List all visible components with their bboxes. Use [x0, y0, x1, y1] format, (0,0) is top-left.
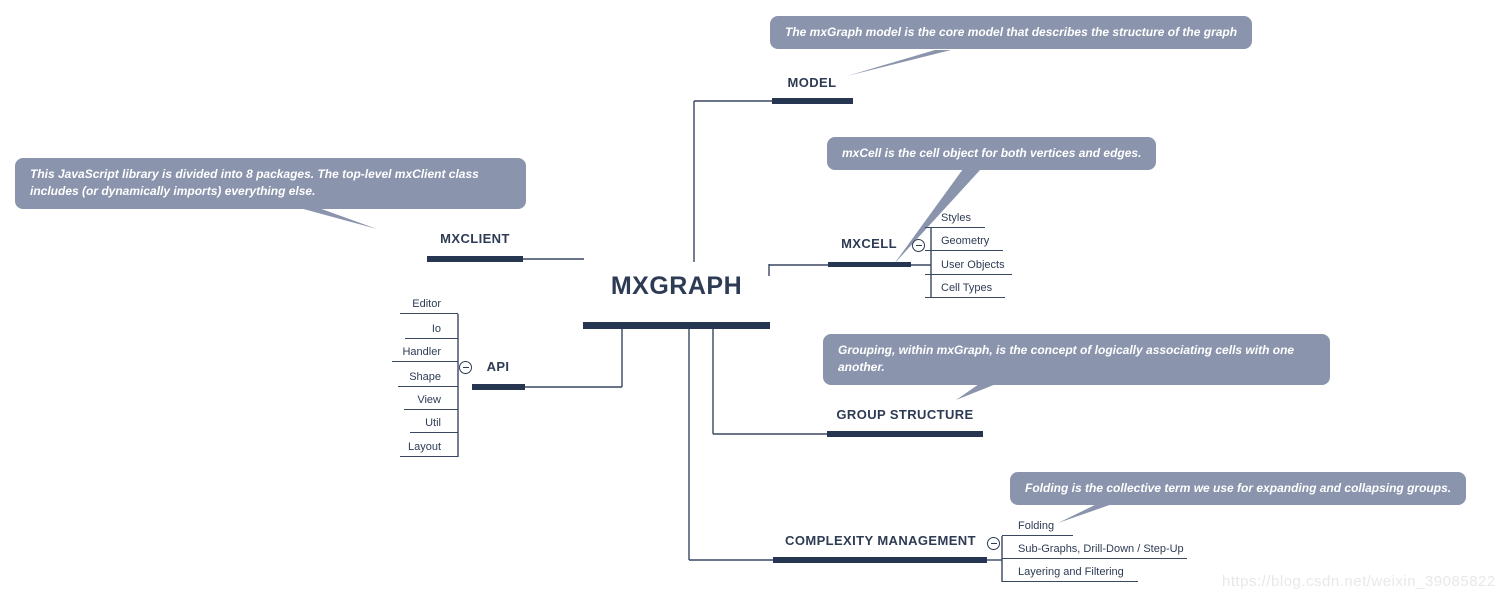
callout-folding-text: Folding is the collective term we use fo… [1025, 481, 1452, 495]
mxcell-underline [828, 262, 911, 267]
node-io[interactable]: Io [405, 315, 458, 339]
mxclient-underline [427, 256, 523, 262]
callout-mxclient-text: This JavaScript library is divided into … [30, 167, 479, 199]
node-layout[interactable]: Layout [400, 433, 458, 457]
api-underline [472, 384, 525, 390]
node-layering-filtering[interactable]: Layering and Filtering [1002, 558, 1138, 582]
node-view[interactable]: View [404, 386, 458, 410]
node-styles[interactable]: Styles [925, 204, 985, 228]
node-util[interactable]: Util [410, 409, 458, 433]
model-underline [772, 98, 853, 104]
group-structure-callout-leader [956, 382, 1001, 400]
model-callout-leader [847, 50, 951, 76]
node-subgraphs[interactable]: Sub-Graphs, Drill-Down / Step-Up [1002, 535, 1187, 559]
callout-mxclient[interactable]: This JavaScript library is divided into … [15, 158, 526, 209]
node-mxgraph[interactable]: MXGRAPH [610, 272, 743, 300]
collapse-icon-mxcell[interactable] [912, 239, 925, 252]
folding-callout-leader [1058, 501, 1121, 523]
callout-folding[interactable]: Folding is the collective term we use fo… [1010, 472, 1467, 506]
node-mxcell[interactable]: MXCELL [841, 236, 897, 251]
node-editor[interactable]: Editor [400, 290, 458, 314]
group-structure-underline [827, 431, 983, 437]
mxclient-callout-leader [296, 207, 377, 229]
complexity-underline [773, 557, 987, 563]
node-geometry[interactable]: Geometry [925, 227, 1003, 251]
callout-model[interactable]: The mxGraph model is the core model that… [770, 16, 1253, 50]
callout-mxcell[interactable]: mxCell is the cell object for both verti… [827, 137, 1157, 171]
callout-group-structure[interactable]: Grouping, within mxGraph, is the concept… [823, 334, 1330, 385]
node-folding[interactable]: Folding [1002, 512, 1073, 536]
minus-icon [462, 367, 469, 368]
callout-group-structure-text: Grouping, within mxGraph, is the concept… [838, 343, 1295, 375]
watermark-url: https://blog.csdn.net/weixin_39085822 [1222, 573, 1496, 590]
collapse-icon-complexity[interactable] [987, 537, 1000, 550]
node-model[interactable]: MODEL [787, 75, 837, 90]
node-user-objects[interactable]: User Objects [925, 251, 1012, 275]
node-complexity-management[interactable]: COMPLEXITY MANAGEMENT [785, 533, 976, 548]
node-mxclient[interactable]: MXCLIENT [440, 231, 510, 246]
node-handler[interactable]: Handler [392, 338, 458, 362]
node-shape[interactable]: Shape [398, 363, 458, 387]
minus-icon [990, 543, 997, 544]
node-cell-types[interactable]: Cell Types [925, 274, 1005, 298]
root-underline [583, 322, 770, 329]
callout-model-text: The mxGraph model is the core model that… [785, 25, 1238, 39]
callout-mxcell-text: mxCell is the cell object for both verti… [842, 146, 1142, 160]
node-api[interactable]: API [486, 359, 510, 374]
node-group-structure[interactable]: GROUP STRUCTURE [836, 407, 974, 422]
collapse-icon-api[interactable] [459, 361, 472, 374]
minus-icon [915, 245, 922, 246]
